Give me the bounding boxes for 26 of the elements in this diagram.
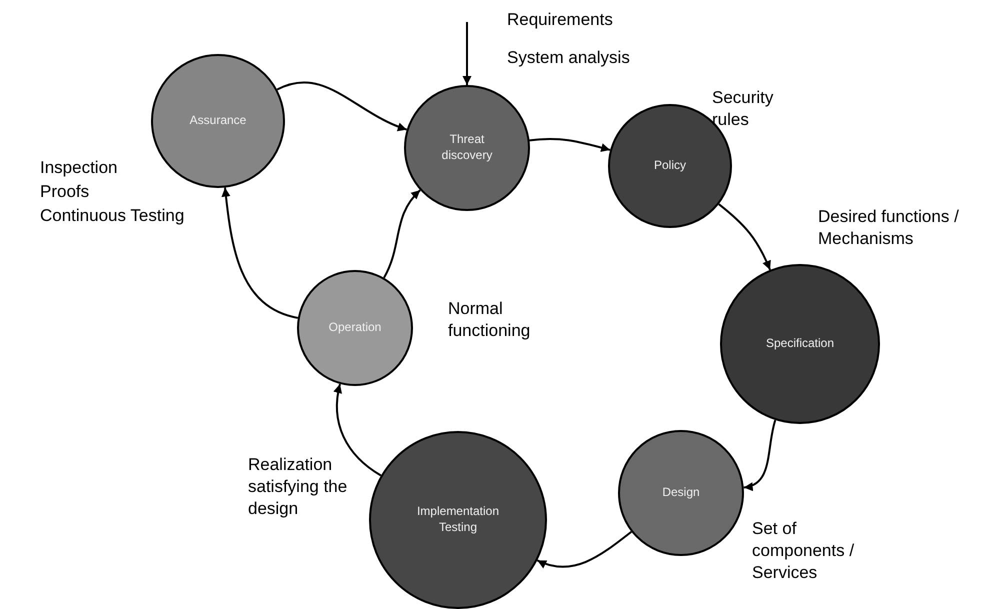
arrow [536, 531, 632, 568]
arrow [718, 203, 771, 270]
arrow [529, 138, 610, 152]
annotation-text: Desired functions / Mechanisms [818, 206, 960, 250]
annotation-text: Set of components / Services [752, 518, 856, 584]
annotation-text: Inspection [40, 157, 118, 179]
phase-label: Specification [766, 336, 834, 352]
annotation-text: Normal functioning [448, 298, 532, 342]
annotation-text: Continuous Testing [40, 205, 184, 227]
arrow [276, 82, 408, 131]
phase-label: Design [662, 485, 700, 501]
annotation-text: Requirements [507, 9, 613, 31]
arrow [462, 22, 472, 85]
annotation-text: System analysis [507, 47, 630, 69]
phase-label: Assurance [190, 113, 246, 129]
phase-label: Implementation Testing [416, 504, 500, 536]
annotation-text: Proofs [40, 181, 90, 203]
arrow [744, 420, 776, 490]
arrow [222, 188, 298, 319]
annotation-text: Security rules [712, 87, 774, 132]
phase-label: Policy [654, 158, 686, 174]
phase-label: Threat discovery [440, 132, 494, 164]
annotation-text: Realization satisfying the design [248, 454, 348, 520]
phase-label: Operation [328, 320, 382, 336]
arrow [383, 189, 421, 278]
arrow [334, 384, 382, 476]
